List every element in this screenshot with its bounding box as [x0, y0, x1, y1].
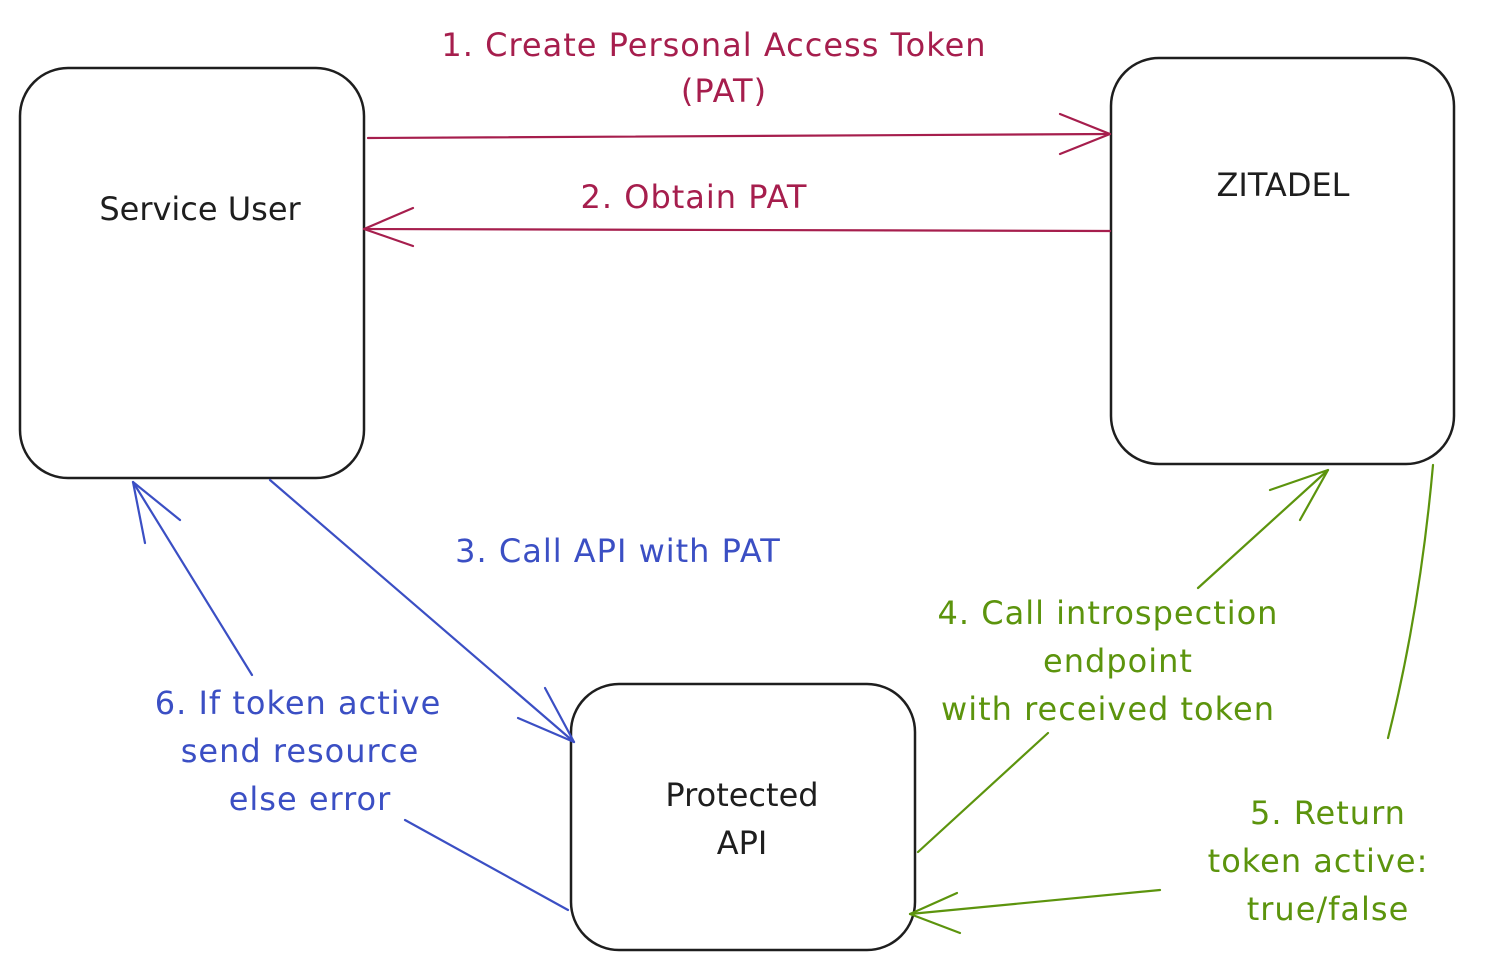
edge-step1[interactable]: 1. Create Personal Access Token (PAT) — [366, 26, 1112, 156]
edge-step5-line-upper — [1386, 463, 1435, 740]
edge-step6-line-lower — [403, 818, 570, 912]
edge-step4-line-upper — [1196, 468, 1330, 590]
edge-step4[interactable]: 4. Call introspection endpoint with rece… — [916, 468, 1330, 854]
protected-api-label-line-2: API — [717, 824, 768, 862]
protected-api-box — [569, 682, 917, 952]
edge-step3-arrowhead-icon — [516, 686, 576, 744]
edge-step4-line-lower — [916, 731, 1050, 854]
edge-step6-label-line-3: else error — [229, 780, 392, 818]
edge-step3-label: 3. Call API with PAT — [455, 532, 781, 570]
edge-step4-label-line-3: with received token — [941, 690, 1275, 728]
edge-step5-label-line-3: true/false — [1247, 890, 1410, 928]
edge-step6-label-line-1: 6. If token active — [155, 684, 442, 722]
service-user-box — [18, 66, 366, 480]
edge-step6-line-upper — [131, 480, 254, 677]
zitadel-box — [1109, 56, 1456, 466]
edge-step1-label-line-1: 1. Create Personal Access Token — [441, 26, 986, 64]
edge-step5-arrowhead-icon — [908, 891, 962, 935]
edge-step2-label: 2. Obtain PAT — [581, 178, 808, 216]
node-service-user[interactable]: Service User — [18, 66, 366, 480]
node-zitadel[interactable]: ZITADEL — [1109, 56, 1456, 466]
edge-step1-line — [366, 132, 1112, 140]
edge-step3[interactable]: 3. Call API with PAT — [268, 478, 781, 744]
edge-step3-line — [268, 478, 576, 744]
edge-step6[interactable]: 6. If token active send resource else er… — [131, 480, 570, 912]
edge-step6-label-line-2: send resource — [181, 732, 420, 770]
zitadel-label: ZITADEL — [1217, 166, 1350, 204]
edge-step6-arrowhead-icon — [131, 480, 182, 545]
edge-step4-label-line-1: 4. Call introspection — [938, 594, 1279, 632]
edge-step1-label-line-2: (PAT) — [681, 72, 767, 110]
edge-step5-line-lower — [908, 888, 1162, 916]
edge-step2[interactable]: 2. Obtain PAT — [362, 178, 1112, 248]
service-user-label: Service User — [99, 190, 301, 228]
edge-step2-line — [362, 227, 1112, 233]
protected-api-label-line-1: Protected — [665, 776, 818, 814]
edge-step4-arrowhead-icon — [1268, 468, 1330, 522]
edge-step4-label-line-2: endpoint — [1043, 642, 1193, 680]
node-protected-api[interactable]: Protected API — [569, 682, 917, 952]
edge-step5[interactable]: 5. Return token active: true/false — [908, 463, 1435, 935]
edge-step2-arrowhead-icon — [362, 206, 415, 248]
edge-step5-label-line-1: 5. Return — [1250, 794, 1406, 832]
edge-step1-arrowhead-icon — [1058, 112, 1112, 156]
edge-step5-label-line-2: token active: — [1208, 842, 1429, 880]
